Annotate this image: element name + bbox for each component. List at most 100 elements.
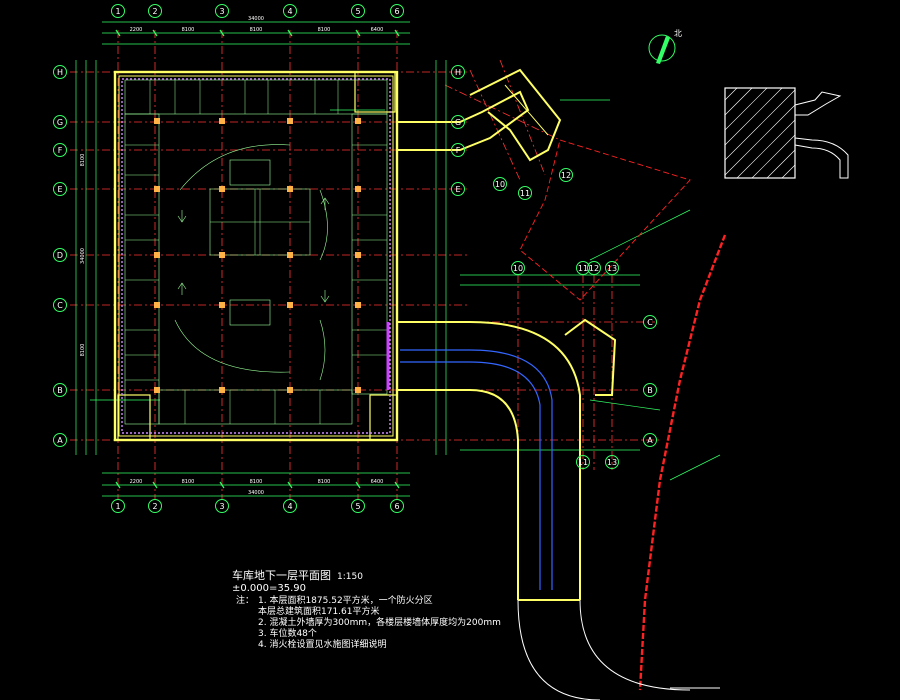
drawing-scale: 1:150 <box>337 572 363 582</box>
grid-bubble-label: 2 <box>152 7 157 16</box>
elevation-datum: ±0.000=35.90 <box>232 583 307 594</box>
grid-bubble-column-top: 5 <box>351 4 365 18</box>
grid-bubble-label: 1 <box>115 502 120 511</box>
grid-bubble-column-bottom: 5 <box>351 499 365 513</box>
note-item: 本层总建筑面积171.61平方米 <box>258 607 380 617</box>
dimension-lines <box>75 21 721 497</box>
grid-bubble-label: 3 <box>219 7 224 16</box>
dimension-value: 8100 <box>182 479 195 485</box>
grid-bubble-column-bottom: 6 <box>390 499 404 513</box>
grid-bubble-ramp-north: 11 <box>518 186 532 200</box>
grid-bubble-ramp-top: 11 <box>576 261 590 275</box>
dimension-value: 8100 <box>182 27 195 33</box>
grid-bubble-row-right: H <box>451 65 465 79</box>
grid-bubble-column-top: 4 <box>283 4 297 18</box>
grid-bubble-label: 5 <box>355 7 360 16</box>
grid-lines <box>70 30 660 500</box>
grid-bubble-label: E <box>57 185 62 194</box>
access-road <box>517 599 720 700</box>
structural-columns <box>154 118 361 393</box>
grid-bubble-label: G <box>455 118 461 127</box>
drawing-title-text: 车库地下一层平面图 <box>232 569 331 582</box>
note-row: 注： 1. 本层面积1875.52平方米，一个防火分区 <box>232 596 501 607</box>
grid-bubble-ramp-top: 13 <box>605 261 619 275</box>
grid-bubble-ramp-bottom: 11 <box>576 455 590 469</box>
grid-bubble-column-top: 6 <box>390 4 404 18</box>
drawing-notes: 车库地下一层平面图 1:150 ±0.000=35.90 注： 1. 本层面积187… <box>232 570 501 651</box>
note-row: 4. 消火栓设置见水施图详细说明 <box>232 640 501 651</box>
site-boundary <box>519 139 727 691</box>
notes-lead: 注： <box>235 596 254 606</box>
grid-bubble-column-bottom: 4 <box>283 499 297 513</box>
grid-bubble-ramp-bottom: 13 <box>605 455 619 469</box>
grid-bubble-label: 10 <box>513 264 523 273</box>
dimension-value: 2200 <box>130 27 143 33</box>
ramp-centerline <box>400 349 553 590</box>
key-plan <box>724 87 849 179</box>
grid-bubble-label: 4 <box>287 7 292 16</box>
grid-bubble-label: 13 <box>607 264 617 273</box>
grid-bubble-row-left: A <box>53 433 67 447</box>
grid-bubble-label: 2 <box>152 502 157 511</box>
dimension-value: 34000 <box>248 490 264 496</box>
grid-bubble-label: H <box>57 68 63 77</box>
building-walls <box>113 70 399 442</box>
note-row: 3. 车位数48个 <box>232 629 501 640</box>
grid-bubble-label: 3 <box>219 502 224 511</box>
grid-bubble-column-top: 3 <box>215 4 229 18</box>
note-row: 2. 混凝土外墙厚为300mm，各楼层楼墙体厚度均为200mm <box>232 618 501 629</box>
grid-bubble-row-right: F <box>451 143 465 157</box>
grid-bubble-label: 5 <box>355 502 360 511</box>
grid-bubble-label: G <box>57 118 63 127</box>
grid-bubble-column-top: 2 <box>148 4 162 18</box>
grid-bubble-label: 11 <box>520 189 530 198</box>
grid-bubble-label: 1 <box>115 7 120 16</box>
grid-bubble-row-left: E <box>53 182 67 196</box>
dimension-value: 8100 <box>250 479 263 485</box>
note-item: 2. 混凝土外墙厚为300mm，各楼层楼墙体厚度均为200mm <box>258 618 501 628</box>
dimension-value: 8100 <box>250 27 263 33</box>
grid-bubble-row-left: B <box>53 383 67 397</box>
grid-bubble-column-bottom: 3 <box>215 499 229 513</box>
grid-bubble-ramp-top: 10 <box>511 261 525 275</box>
grid-bubble-column-top: 1 <box>111 4 125 18</box>
grid-bubble-label: B <box>647 386 653 395</box>
grid-bubble-label: F <box>456 146 461 155</box>
parking-layout <box>124 79 388 425</box>
grid-bubble-ramp-north: 10 <box>493 177 507 191</box>
dimension-value: 34000 <box>248 16 264 22</box>
grid-bubble-label: B <box>57 386 63 395</box>
grid-bubble-row-right: C <box>643 315 657 329</box>
dimension-value: 6400 <box>371 27 384 33</box>
grid-bubble-label: 12 <box>561 171 571 180</box>
grid-bubble-label: 6 <box>394 502 399 511</box>
grid-bubble-column-bottom: 2 <box>148 499 162 513</box>
grid-bubble-row-left: D <box>53 248 67 262</box>
grid-bubble-label: C <box>647 318 653 327</box>
north-arrow: 北 <box>648 29 682 64</box>
grid-bubble-row-right: G <box>451 115 465 129</box>
north-arrow-label: 北 <box>674 29 682 38</box>
dimension-text: 2200 8100 8100 8100 6400 34000 2200 8100 8100 810… <box>80 16 383 496</box>
grid-bubble-label: F <box>58 146 63 155</box>
dimension-value: 8100 <box>80 344 86 357</box>
dimension-value: 6400 <box>371 479 384 485</box>
note-row: 本层总建筑面积171.61平方米 <box>232 607 501 618</box>
grid-bubble-label: 12 <box>589 264 599 273</box>
dimension-value: 2200 <box>130 479 143 485</box>
dimension-value: 8100 <box>80 154 86 167</box>
grid-bubble-label: H <box>455 68 461 77</box>
grid-bubble-label: E <box>455 185 460 194</box>
note-item: 1. 本层面积1875.52平方米，一个防火分区 <box>258 596 433 606</box>
grid-bubble-row-left: H <box>53 65 67 79</box>
grid-bubble-row-left: G <box>53 115 67 129</box>
grid-bubble-label: A <box>647 436 653 445</box>
grid-bubble-label: C <box>57 301 63 310</box>
grid-bubble-label: 10 <box>495 180 505 189</box>
grid-bubble-label: 13 <box>607 458 617 467</box>
grid-bubble-row-right: A <box>643 433 657 447</box>
grid-bubble-label: 6 <box>394 7 399 16</box>
dimension-value: 8100 <box>318 27 331 33</box>
grid-bubble-label: A <box>57 436 63 445</box>
